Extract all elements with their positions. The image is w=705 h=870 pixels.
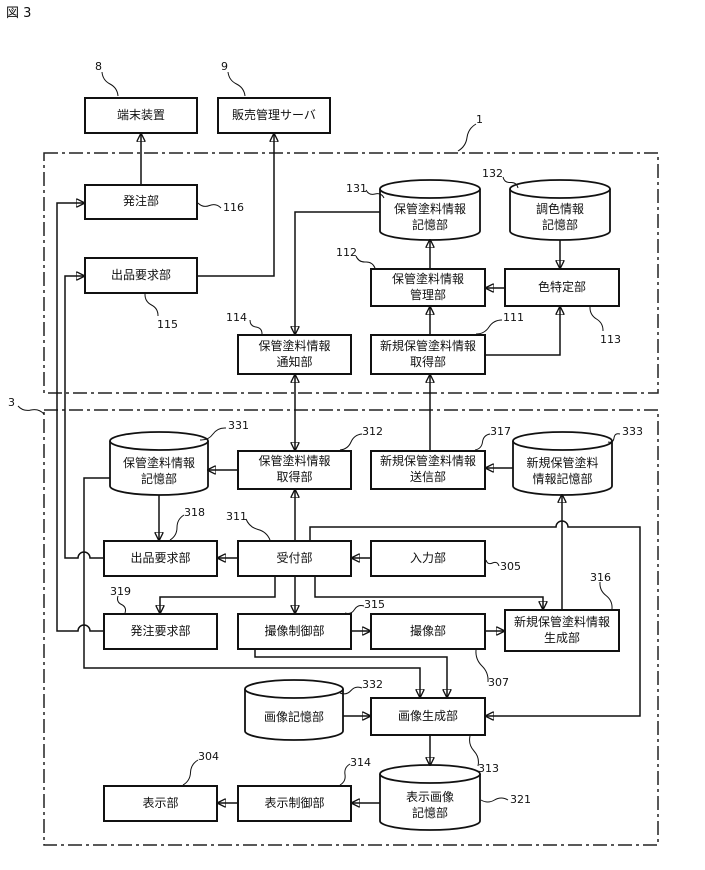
- leader-311: [246, 519, 270, 540]
- box-input-unit: 入力部: [370, 540, 486, 577]
- leader-317: [475, 434, 490, 450]
- box-sales-management-server: 販売管理サーバ: [217, 97, 331, 134]
- box-display-control-unit: 表示制御部: [237, 785, 352, 822]
- leader-316: [600, 582, 612, 609]
- box-new-stored-paint-info-acquirer: 新規保管塗料情報 取得部: [370, 334, 486, 375]
- ref-number-314: 314: [350, 756, 371, 769]
- ref-number-313: 313: [478, 762, 499, 775]
- ref-number-1: 1: [476, 113, 483, 126]
- ref-number-332: 332: [362, 678, 383, 691]
- box-imaging-control-unit: 撮像制御部: [237, 613, 352, 650]
- storage-new-stored-paint-info-333: 新規保管塗料 情報記憶部: [513, 448, 612, 495]
- ref-number-307: 307: [488, 676, 509, 689]
- leader-111: [476, 320, 502, 334]
- leader-321: [481, 798, 508, 802]
- leader-115: [145, 294, 158, 316]
- storage-stored-paint-info-131: 保管塗料情報 記憶部: [380, 196, 480, 240]
- storage-display-image-321: 表示画像 記憶部: [380, 781, 480, 830]
- box-reception-unit: 受付部: [237, 540, 352, 577]
- leader-312: [340, 434, 362, 450]
- box-new-stored-paint-info-sender: 新規保管塗料情報 送信部: [370, 450, 486, 490]
- box-ordering-unit: 発注部: [84, 184, 198, 220]
- leader-116: [198, 203, 221, 208]
- leader-8: [102, 72, 118, 96]
- box-stored-paint-info-manager: 保管塗料情報 管理部: [370, 268, 486, 307]
- ref-number-131: 131: [346, 182, 367, 195]
- ref-number-8: 8: [95, 60, 102, 73]
- ref-number-132: 132: [482, 167, 503, 180]
- arrow-stored-info-storage-to-notifier: [295, 212, 380, 334]
- box-image-generator: 画像生成部: [370, 697, 486, 736]
- box-color-identification-unit: 色特定部: [504, 268, 620, 307]
- leader-113: [590, 307, 603, 331]
- box-listing-request-unit-115: 出品要求部: [84, 257, 198, 294]
- leader-304: [183, 760, 198, 785]
- box-imaging-unit: 撮像部: [370, 613, 486, 650]
- storage-image-332: 画像記憶部: [245, 696, 343, 740]
- ref-number-318: 318: [184, 506, 205, 519]
- box-new-stored-paint-info-generator: 新規保管塗料情報 生成部: [504, 609, 620, 652]
- leader-314: [340, 764, 350, 785]
- leader-305: [486, 560, 499, 566]
- box-display-unit: 表示部: [103, 785, 218, 822]
- ref-number-315: 315: [364, 598, 385, 611]
- box-stored-paint-info-notifier: 保管塗料情報 通知部: [237, 334, 352, 375]
- leader-319: [117, 596, 125, 613]
- leader-9: [228, 72, 245, 96]
- arrow-storage-331-to-image-generator: [84, 478, 420, 697]
- ref-number-319: 319: [110, 585, 131, 598]
- leader-3: [18, 406, 44, 414]
- leader-114: [250, 320, 262, 334]
- storage-color-mixing-info-132: 調色情報 記憶部: [510, 196, 610, 240]
- ref-number-112: 112: [336, 246, 357, 259]
- storage-stored-paint-info-331: 保管塗料情報 記憶部: [110, 448, 208, 495]
- ref-number-331: 331: [228, 419, 249, 432]
- ref-number-333: 333: [622, 425, 643, 438]
- ref-number-114: 114: [226, 311, 247, 324]
- ref-number-304: 304: [198, 750, 219, 763]
- ref-number-9: 9: [221, 60, 228, 73]
- box-terminal-device: 端末装置: [84, 97, 198, 134]
- ref-number-311: 311: [226, 510, 247, 523]
- ref-number-3: 3: [8, 396, 15, 409]
- leader-1: [458, 124, 476, 151]
- box-listing-request-unit-318: 出品要求部: [103, 540, 218, 577]
- box-order-request-unit: 発注要求部: [103, 613, 218, 650]
- ref-number-111: 111: [503, 311, 524, 324]
- box-stored-paint-info-acquirer: 保管塗料情報 取得部: [237, 450, 352, 490]
- ref-number-116: 116: [223, 201, 244, 214]
- arrow-reception-to-order-request: [160, 577, 275, 613]
- ref-number-312: 312: [362, 425, 383, 438]
- ref-number-317: 317: [490, 425, 511, 438]
- ref-number-316: 316: [590, 571, 611, 584]
- arrow-reception-to-new-info-generator: [315, 577, 543, 609]
- ref-number-321: 321: [510, 793, 531, 806]
- leader-307: [476, 650, 488, 682]
- ref-number-113: 113: [600, 333, 621, 346]
- ref-number-115: 115: [157, 318, 178, 331]
- ref-number-305: 305: [500, 560, 521, 573]
- leader-318: [170, 515, 184, 540]
- leader-112: [356, 256, 375, 268]
